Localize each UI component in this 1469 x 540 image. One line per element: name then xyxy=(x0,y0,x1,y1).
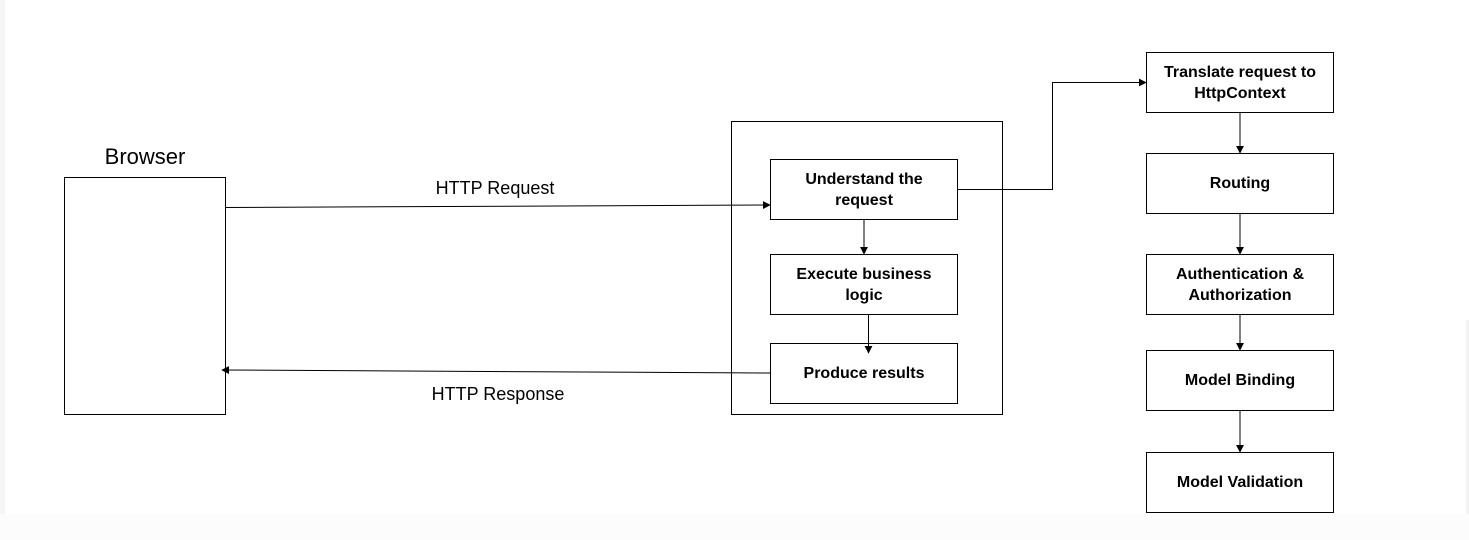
pipeline-step-box xyxy=(1146,52,1334,113)
pipeline-step-box xyxy=(1146,153,1334,214)
pipeline-step-label: Model Binding xyxy=(1185,372,1295,389)
server-step-execute: Execute business logic xyxy=(770,254,958,315)
http-response-arrow xyxy=(221,366,771,375)
server-step-label-line1: Execute business xyxy=(796,266,931,283)
pipeline-step-box xyxy=(1146,350,1334,411)
pipeline-step-label-line1: Authentication & xyxy=(1176,266,1304,283)
browser-title: Browser xyxy=(105,144,186,169)
http-request-arrow xyxy=(225,201,771,210)
pipeline-step-label: Model Validation xyxy=(1177,474,1303,491)
server-step-label-line1: Understand the xyxy=(805,171,922,188)
http-request-label: HTTP Request xyxy=(436,178,555,198)
server-step-box xyxy=(770,343,958,404)
http-response-label: HTTP Response xyxy=(432,384,565,404)
server-to-pipeline-connector xyxy=(958,78,1147,190)
browser-box xyxy=(64,177,226,415)
server-step-understand: Understand the request xyxy=(770,159,958,220)
right-edge xyxy=(1466,320,1469,514)
bottom-strip xyxy=(0,514,1469,540)
pipeline-step-label-line1: Translate request to xyxy=(1164,64,1316,81)
pipeline-step-label-line2: Authorization xyxy=(1188,287,1291,304)
pipeline-step-model-binding: Model Binding xyxy=(1146,350,1334,411)
pipeline-step-box xyxy=(1146,254,1334,315)
pipeline-step-routing: Routing xyxy=(1146,153,1334,214)
server-step-box xyxy=(770,159,958,220)
pipeline-step-label: Routing xyxy=(1210,175,1270,192)
pipeline-step-auth: Authentication & Authorization xyxy=(1146,254,1334,315)
pipeline-step-box xyxy=(1146,452,1334,513)
pipeline-step-model-validation: Model Validation xyxy=(1146,452,1334,513)
pipeline-step-label-line2: HttpContext xyxy=(1194,85,1286,102)
server-step-label-line2: request xyxy=(835,192,893,209)
left-gutter xyxy=(0,0,5,540)
server-step-label: Produce results xyxy=(804,365,925,382)
server-step-produce: Produce results xyxy=(770,343,958,404)
pipeline-step-translate: Translate request to HttpContext xyxy=(1146,52,1334,113)
server-step-label-line2: logic xyxy=(845,287,882,304)
server-step-box xyxy=(770,254,958,315)
